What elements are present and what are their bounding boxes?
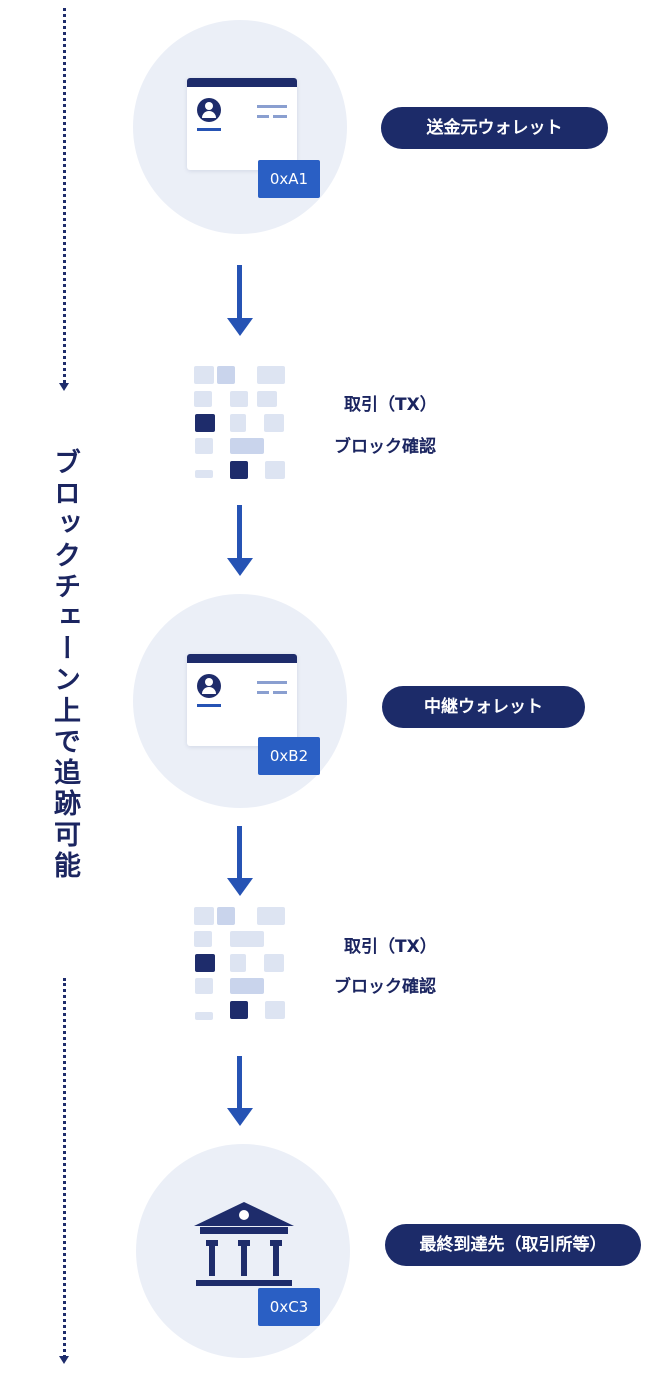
tx2-label: 取引（TX） xyxy=(344,937,437,957)
arrow-down-icon xyxy=(227,318,253,336)
flow-arrow-1 xyxy=(237,265,242,320)
flow-arrow-2 xyxy=(237,505,242,560)
bank-icon xyxy=(194,1202,294,1286)
sender-address-badge: 0xA1 xyxy=(258,160,320,198)
dotted-line-top xyxy=(63,8,66,383)
tx2-confirm-label: ブロック確認 xyxy=(334,977,436,997)
flow-arrow-3 xyxy=(237,826,242,881)
destination-label: 最終到達先（取引所等） xyxy=(385,1224,641,1266)
traceable-label: ブロックチェーン上で追跡可能 xyxy=(49,448,80,882)
dotted-arrow-bottom-icon xyxy=(59,1356,69,1364)
wallet-card-icon xyxy=(187,78,297,170)
destination-address-badge: 0xC3 xyxy=(258,1288,320,1326)
tx1-label: 取引（TX） xyxy=(344,395,437,415)
arrow-down-icon xyxy=(227,558,253,576)
relay-address-badge: 0xB2 xyxy=(258,737,320,775)
flow-arrow-4 xyxy=(237,1056,242,1111)
wallet-card-icon xyxy=(187,654,297,746)
tx1-confirm-label: ブロック確認 xyxy=(334,437,436,457)
arrow-down-icon xyxy=(227,878,253,896)
sender-wallet-label: 送金元ウォレット xyxy=(381,107,608,149)
relay-wallet-label: 中継ウォレット xyxy=(382,686,585,728)
dotted-line-bottom xyxy=(63,978,66,1358)
dotted-arrow-top-icon xyxy=(59,383,69,391)
arrow-down-icon xyxy=(227,1108,253,1126)
